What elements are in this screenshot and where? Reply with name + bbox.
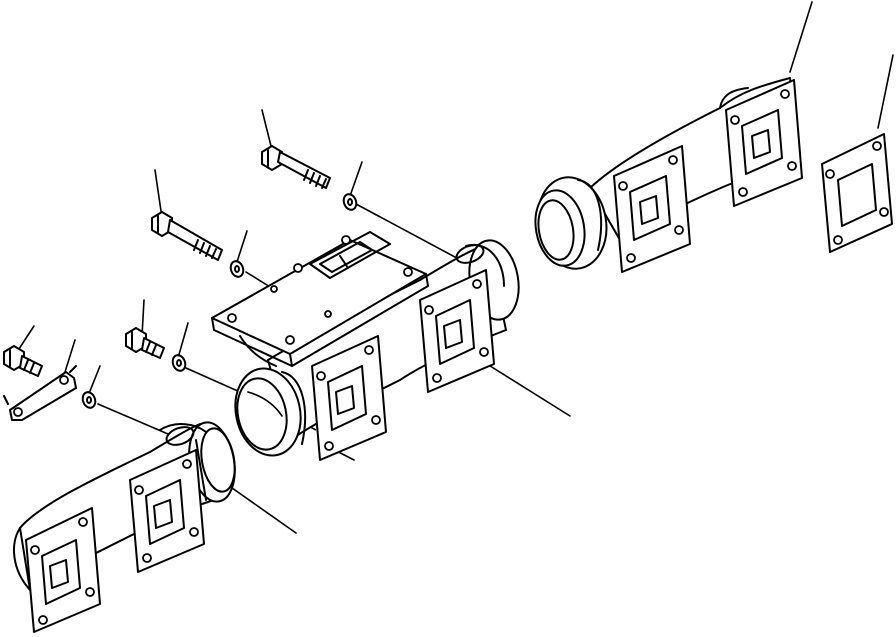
washer: [342, 193, 358, 211]
washer: [81, 391, 97, 409]
center-exhaust-manifold: [211, 231, 520, 461]
rear-exhaust-manifold: [534, 77, 803, 273]
seal-ring: [455, 244, 485, 264]
manifold-bolt: [261, 145, 331, 189]
front-exhaust-manifold: [13, 421, 236, 633]
seal-ring: [165, 426, 195, 446]
lock-plate: [3, 365, 77, 421]
washer: [229, 260, 245, 278]
manifold-gasket: [821, 133, 893, 253]
manifold-bolt: [125, 327, 165, 359]
washer: [171, 354, 187, 372]
manifold-bolt: [151, 211, 223, 261]
manifold-bolt: [3, 345, 43, 377]
